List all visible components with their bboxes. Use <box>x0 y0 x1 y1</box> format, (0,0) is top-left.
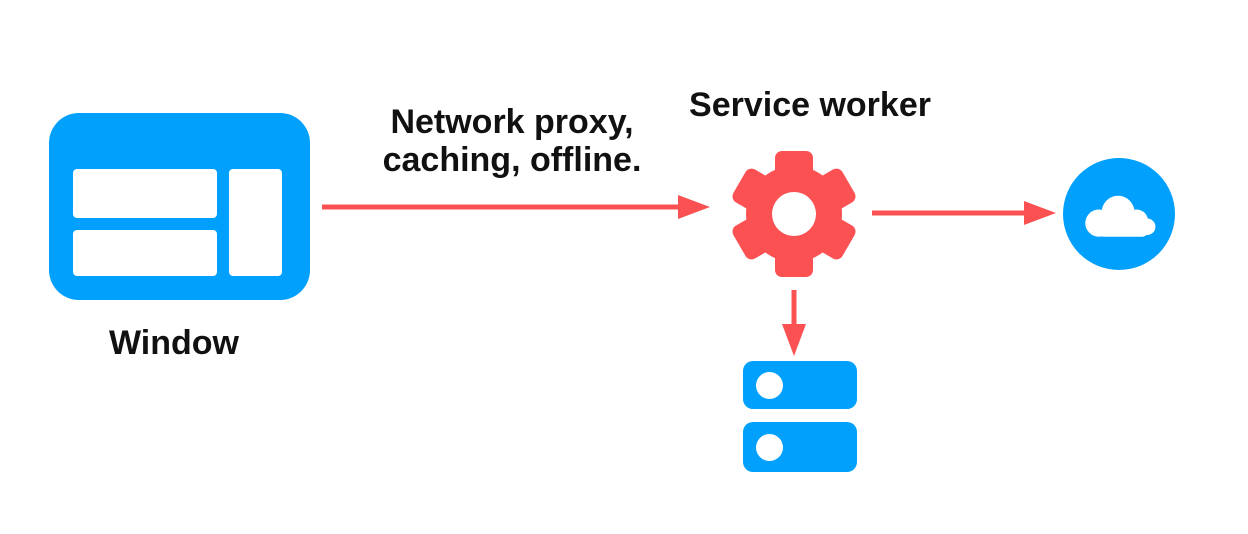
database-stack-icon <box>743 361 857 409</box>
edge-label-line-1: Network proxy, <box>390 103 634 141</box>
edge-label-network-proxy: Network proxy, caching, offline. <box>383 103 642 179</box>
database-stack-icon-row-2 <box>743 422 857 472</box>
window-content-pane-bottom <box>73 230 217 276</box>
service-worker-node-label: Service worker <box>689 86 931 124</box>
edge-label-line-2: caching, offline. <box>382 141 642 179</box>
window-content-pane-top <box>73 169 217 218</box>
gear-center-hole <box>772 192 816 236</box>
cloud-badge <box>1063 158 1175 270</box>
database-indicator-dot <box>756 371 783 399</box>
window-sidebar-pane <box>229 169 282 276</box>
database-indicator-dot <box>756 433 783 461</box>
browser-window-icon <box>49 113 310 300</box>
window-node-label: Window <box>109 324 239 362</box>
gear-icon <box>729 151 859 277</box>
cloud-icon <box>1085 195 1156 237</box>
arrow-service-worker-to-storage <box>782 290 806 356</box>
arrow-service-worker-to-cloud <box>872 201 1056 225</box>
arrow-window-to-service-worker <box>322 195 710 219</box>
